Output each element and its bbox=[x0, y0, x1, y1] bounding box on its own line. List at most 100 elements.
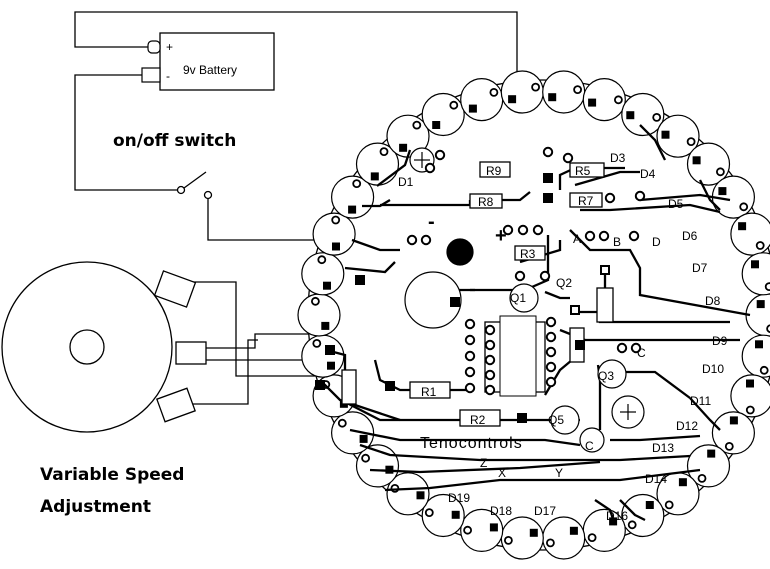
label-d10: D10 bbox=[702, 362, 724, 376]
led-bump bbox=[741, 252, 770, 296]
reference-labels: R1R2R3R5R7R8R9Q1Q2Q3Q5D1D3D4D5D6D7D8D9D1… bbox=[398, 151, 728, 523]
led-pad-round bbox=[310, 296, 320, 306]
label-d14: D14 bbox=[645, 472, 667, 486]
led-pad-square bbox=[323, 281, 331, 290]
led-pad-round bbox=[652, 113, 662, 122]
mark-Z: Z bbox=[480, 456, 487, 470]
led-pad-round bbox=[546, 538, 555, 548]
pad-square-hole bbox=[602, 267, 608, 273]
pot-label-line1: Variable Speed bbox=[40, 465, 184, 485]
led-pad-round bbox=[739, 202, 749, 212]
switch-label: on/off switch bbox=[113, 131, 236, 151]
led-pad-round bbox=[766, 324, 770, 334]
pad-round bbox=[484, 369, 496, 381]
led-pad-square bbox=[508, 95, 517, 104]
board-labels: + - Tenocontrols A B D C Z X Y C bbox=[420, 211, 661, 480]
pad-square bbox=[517, 413, 527, 423]
led-pad-round bbox=[317, 255, 327, 265]
pad-round bbox=[502, 224, 514, 236]
label-r8: R8 bbox=[478, 195, 494, 209]
pad-round bbox=[584, 230, 596, 242]
led-pad-square bbox=[489, 523, 498, 532]
led-pad-square bbox=[327, 361, 335, 370]
led-bump bbox=[582, 77, 626, 122]
led-pad-round bbox=[503, 536, 513, 545]
pad-round bbox=[484, 354, 496, 366]
led-bump bbox=[460, 77, 504, 122]
label-d4: D4 bbox=[640, 167, 656, 181]
led-pad-square bbox=[738, 222, 747, 231]
led-bump bbox=[460, 508, 504, 553]
led-pad-round bbox=[352, 179, 362, 189]
pad-round bbox=[464, 334, 476, 346]
pad-round bbox=[545, 361, 557, 373]
led-pad-round bbox=[337, 418, 347, 428]
pad-round bbox=[420, 234, 432, 246]
led-pad-round bbox=[664, 500, 674, 510]
label-q3: Q3 bbox=[598, 369, 614, 383]
battery-plus-label: + bbox=[166, 40, 173, 54]
led-bump bbox=[621, 493, 665, 538]
pad-round bbox=[484, 339, 496, 351]
led-bump bbox=[656, 114, 700, 158]
led-pad-square bbox=[692, 156, 701, 165]
led-bump bbox=[711, 411, 756, 455]
led-pad-square bbox=[416, 491, 425, 500]
led-bump bbox=[421, 493, 465, 538]
pad-square bbox=[385, 381, 395, 391]
label-r5: R5 bbox=[575, 164, 591, 178]
pad-square bbox=[575, 340, 585, 350]
battery-label: 9v Battery bbox=[183, 63, 237, 77]
label-d19: D19 bbox=[448, 491, 470, 505]
led-pad-square bbox=[529, 528, 538, 537]
circuit-board: + - Tenocontrols A B D C Z X Y C R1R2R3R… bbox=[297, 70, 770, 560]
pot-label-line2: Adjustment bbox=[40, 497, 151, 517]
led-pad-square bbox=[588, 98, 597, 107]
label-d11: D11 bbox=[690, 394, 711, 408]
led-pad-round bbox=[312, 338, 322, 348]
label-d8: D8 bbox=[705, 294, 721, 308]
led-pad-square bbox=[468, 104, 477, 113]
mark-C: C bbox=[637, 346, 646, 360]
pad-round bbox=[464, 366, 476, 378]
pad-round bbox=[464, 350, 476, 362]
pad-square bbox=[355, 275, 365, 285]
led-pad-square bbox=[370, 172, 379, 181]
pad-round bbox=[628, 230, 640, 242]
pad-round bbox=[545, 316, 557, 328]
led-pad-square bbox=[348, 205, 357, 214]
led-pad-round bbox=[697, 473, 707, 483]
label-d17: D17 bbox=[534, 504, 556, 518]
pad-square bbox=[315, 380, 325, 390]
led-pad-round bbox=[627, 520, 637, 530]
pad-round bbox=[464, 382, 476, 394]
minus-pad-label: - bbox=[428, 211, 435, 233]
label-q5: Q5 bbox=[548, 413, 564, 427]
plus-pad-label: + bbox=[495, 225, 507, 247]
ic-chip bbox=[484, 315, 546, 397]
components bbox=[404, 147, 645, 453]
label-q1: Q1 bbox=[510, 291, 526, 305]
led-bump bbox=[301, 252, 345, 296]
pad-round bbox=[517, 224, 529, 236]
led-pad-round bbox=[755, 241, 765, 250]
led-pad-square bbox=[645, 501, 654, 509]
label-r3: R3 bbox=[520, 247, 536, 261]
led-pad-round bbox=[331, 215, 341, 225]
led-pad-square bbox=[451, 510, 460, 519]
pad-round bbox=[406, 234, 418, 246]
pad-round bbox=[545, 331, 557, 343]
led-pad-round bbox=[686, 137, 696, 147]
led-bump bbox=[542, 516, 586, 560]
pad-square bbox=[450, 297, 460, 307]
pad-round bbox=[634, 190, 646, 202]
pad-round bbox=[598, 230, 610, 242]
pad-square-hole bbox=[572, 307, 578, 313]
led-pad-round bbox=[724, 441, 734, 451]
led-pad-square bbox=[718, 187, 727, 196]
resistor-outlines bbox=[341, 161, 614, 427]
pad-round bbox=[562, 152, 574, 164]
pad-round bbox=[539, 270, 551, 282]
label-r2: R2 bbox=[470, 413, 486, 427]
mark-D: D bbox=[652, 235, 661, 249]
